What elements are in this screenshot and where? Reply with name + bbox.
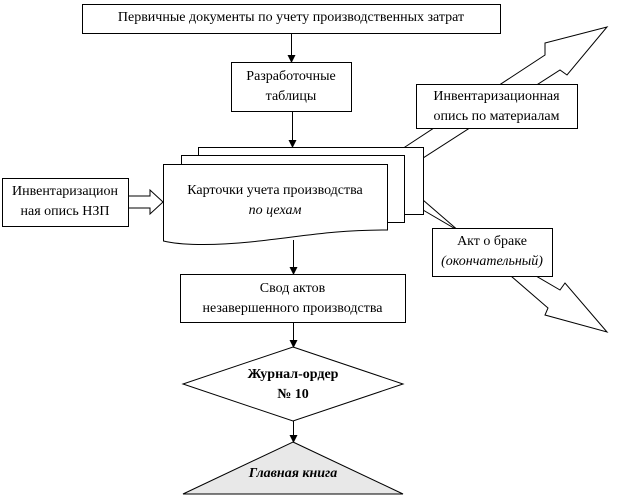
general-ledger-triangle <box>182 441 404 495</box>
cards-line1: Карточки учета производства <box>187 183 363 198</box>
inventory-materials-line2: опись по материалам <box>433 109 560 124</box>
cards-label: Карточки учета производства по цехам <box>163 181 387 221</box>
wip-summary-label: Свод актов незавершенного производства <box>180 279 405 319</box>
journal-label: Журнал-ордер № 10 <box>183 365 403 405</box>
inventory-wip-label: Инвентаризацион ная опись НЗП <box>2 182 128 222</box>
dev-tables-label: Разработочные таблицы <box>231 67 351 107</box>
wip-summary-line1: Свод актов <box>259 281 326 296</box>
card-front <box>163 164 388 246</box>
journal-line1: Журнал-ордер <box>247 367 339 382</box>
primary-docs-box <box>82 4 501 34</box>
defect-act-label: Акт о браке (окончательный) <box>432 232 552 272</box>
inventory-materials-line1: Инвентаризационная <box>433 89 560 104</box>
general-ledger-label: Главная книга <box>248 466 338 481</box>
journal-line2: № 10 <box>277 387 309 402</box>
inventory-materials-box <box>416 84 578 129</box>
inventory-wip-box <box>2 178 129 227</box>
dev-tables-line1: Разработочные <box>246 69 336 84</box>
defect-act-line2: (окончательный) <box>441 254 543 269</box>
wip-summary-box <box>180 274 406 323</box>
inventory-wip-line1: Инвентаризацион <box>11 184 119 199</box>
hollow-arrow-right <box>127 188 164 216</box>
inventory-wip-line2: ная опись НЗП <box>20 204 110 219</box>
dev-tables-box <box>231 62 352 112</box>
dev-tables-line2: таблицы <box>265 89 317 104</box>
wip-summary-line2: незавершенного производства <box>202 301 383 316</box>
inventory-materials-label: Инвентаризационная опись по материалам <box>416 87 577 127</box>
defect-act-line1: Акт о браке <box>457 234 527 249</box>
defect-act-box <box>432 228 553 277</box>
cards-line2: по цехам <box>248 203 302 218</box>
primary-docs-label: Первичные документы по учету производств… <box>117 10 465 25</box>
